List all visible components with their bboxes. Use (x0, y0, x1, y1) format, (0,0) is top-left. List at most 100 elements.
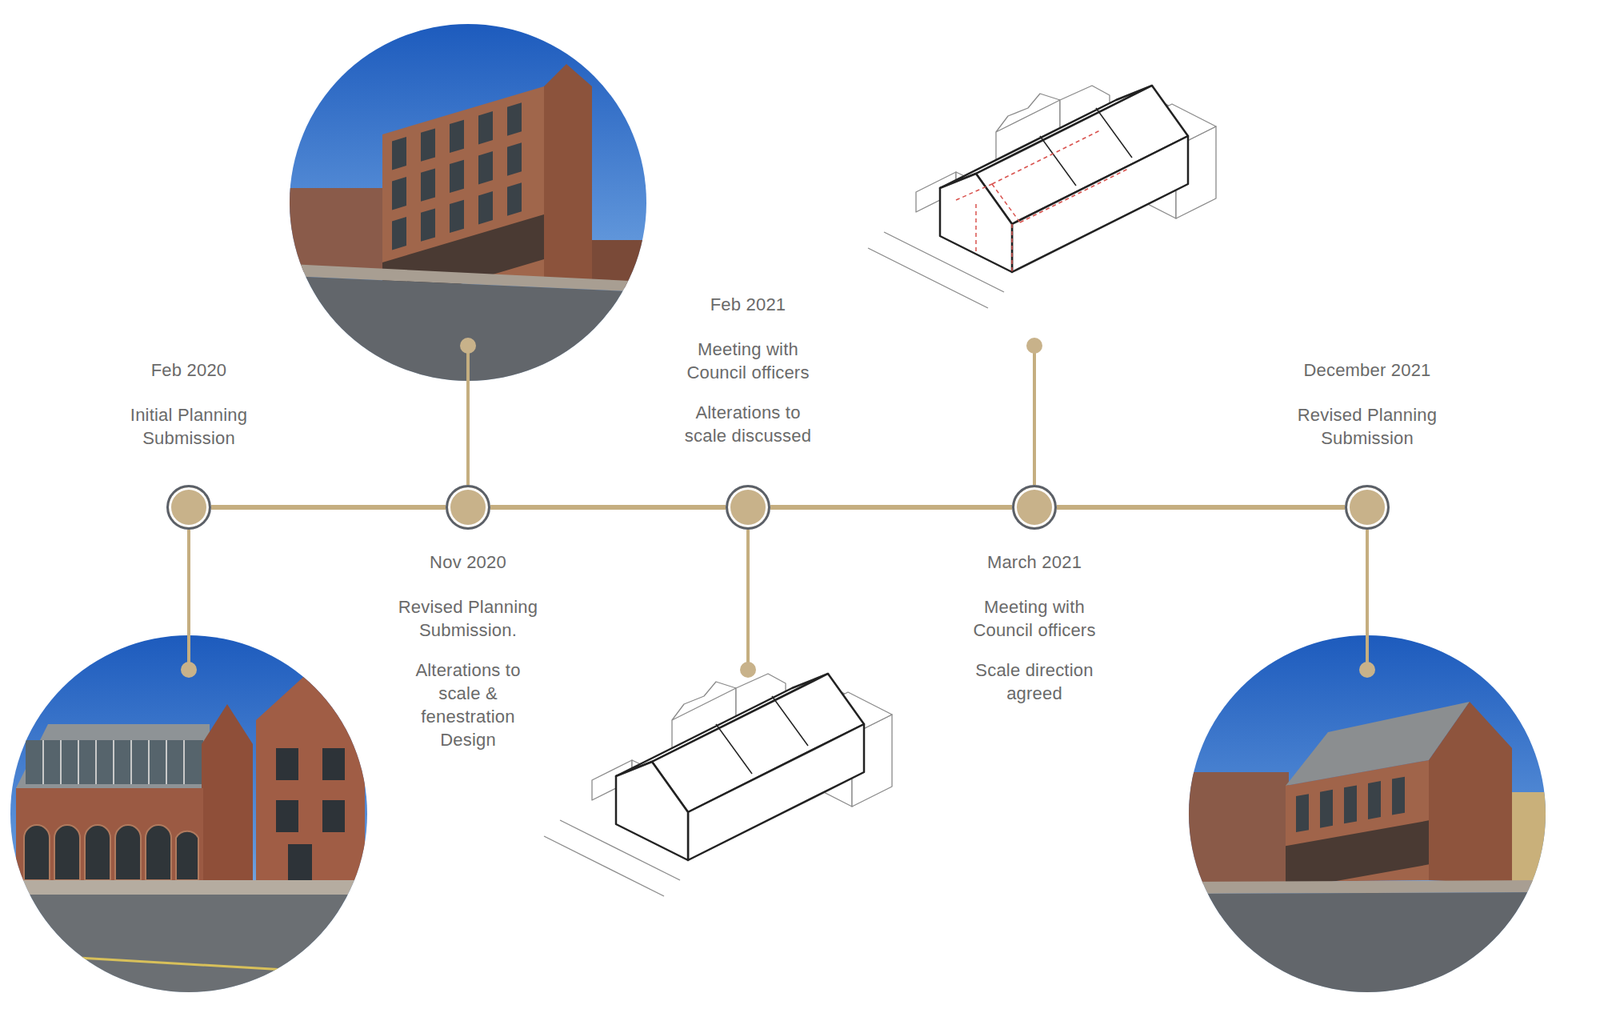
milestone-note: Alterations to scale discussed (674, 400, 823, 448)
massing-study-part (940, 85, 1188, 272)
render-revised-part-part-part (420, 168, 436, 201)
render-initial-part-part (84, 824, 111, 880)
timeline-line (1056, 504, 1345, 510)
leader-stems-part (1365, 529, 1369, 670)
milestone-text: December 2021Revised Planning Submission (1231, 358, 1504, 450)
stem-dots-part (1026, 337, 1043, 354)
render-initial-part-part (60, 740, 62, 784)
render-initial-part (10, 953, 368, 975)
render-revised-part-part-part (420, 128, 436, 161)
milestone-text: Feb 2020Initial Planning Submission (52, 358, 325, 450)
render-initial-part (256, 670, 365, 880)
render-final-part-part-part (1392, 776, 1405, 816)
stem-dots-part (460, 337, 476, 354)
massing-study-part-part (975, 204, 977, 254)
render-initial-part-part (183, 740, 185, 784)
render-final-part-part (1285, 820, 1429, 890)
massing-study-part-part (1040, 136, 1076, 186)
render-revised-part-part-part (420, 208, 436, 241)
render-final-part-part-part (1296, 793, 1309, 832)
milestone-dot: Nov 2020Revised Planning Submission.Alte… (445, 484, 491, 530)
massing-study-part-part (956, 184, 992, 200)
render-initial-part-part (95, 740, 97, 784)
timeline-line (770, 504, 1012, 510)
render-initial-part (201, 704, 253, 880)
render-initial (10, 635, 368, 992)
render-initial-part-part (145, 824, 172, 880)
render-initial-part-part (54, 824, 80, 880)
leader-stems-part (1032, 345, 1036, 485)
render-revised-part-part-part (478, 151, 493, 184)
milestone-note: Revised Planning Submission (1283, 403, 1452, 450)
massing-study-part (544, 673, 892, 896)
milestone-note: Initial Planning Submission (112, 403, 265, 450)
milestone-date: Feb 2021 (660, 292, 836, 316)
stem-dots-part (740, 661, 756, 678)
render-final-part (1428, 701, 1512, 884)
render-final-part (1188, 880, 1546, 894)
render-final (1188, 635, 1548, 992)
timeline-line (211, 504, 446, 510)
massing-study-part-part (672, 681, 736, 720)
render-revised (289, 24, 648, 381)
render-initial-part-part (24, 824, 50, 880)
render-initial-part-part (288, 844, 312, 880)
milestone-dot: December 2021Revised Planning Submission (1344, 484, 1390, 530)
massing-study-part-part (996, 93, 1060, 132)
milestone-date: Feb 2020 (100, 358, 277, 382)
massing-study-part-part (1012, 136, 1188, 272)
render-initial-part (10, 880, 368, 895)
render-final-part-part-part (1320, 789, 1333, 828)
milestone-note: Revised Planning Submission. (384, 595, 552, 642)
milestone-note: Alterations to scale & fenestration Desi… (414, 658, 523, 752)
leader-stems (188, 345, 1368, 670)
massing-study (868, 85, 1216, 308)
render-revised-part (289, 24, 647, 381)
render-initial-part-part (165, 740, 168, 784)
render-initial-part-part (276, 748, 299, 780)
milestone-dot: Feb 2021Meeting with Council officersAlt… (725, 484, 771, 530)
milestone-date: December 2021 (1271, 358, 1464, 382)
render-revised-part-part-part (478, 111, 493, 144)
render-initial-part-part (112, 740, 115, 784)
massing-study-part (616, 673, 864, 860)
stem-dots-part (1359, 661, 1376, 678)
render-initial-part (43, 740, 184, 784)
milestone-note: Scale direction agreed (960, 658, 1109, 705)
render-revised-part-part-part (392, 176, 407, 210)
massing-study-part-part (544, 836, 664, 896)
stem-dots (180, 337, 1376, 678)
massing-study-part-part (1096, 108, 1132, 158)
milestone-text: March 2021Meeting with Council officersS… (898, 550, 1171, 705)
milestone-dot: March 2021Meeting with Council officersS… (1012, 484, 1057, 530)
render-initial-part (10, 635, 368, 992)
massing-study-part-part (940, 173, 1012, 272)
leader-stems-part (746, 529, 750, 670)
render-final-part (1188, 635, 1546, 992)
massing-study-part (956, 130, 1128, 272)
render-revised-part-part-part (392, 216, 407, 250)
timeline-line (490, 504, 726, 510)
render-initial-part (25, 740, 204, 784)
render-revised-part-part-part (478, 191, 493, 224)
massing-study-part-part (868, 248, 988, 308)
milestone-note: Meeting with Council officers (674, 337, 823, 384)
render-final-part (1188, 892, 1546, 992)
leader-stems-part (466, 345, 470, 485)
render-revised-part-part-part (449, 200, 464, 233)
milestone-text: Feb 2021Meeting with Council officersAlt… (612, 292, 884, 448)
render-revised-part-part-part (507, 142, 522, 176)
massing-study-part-part (772, 696, 808, 746)
milestone-dot: Feb 2020Initial Planning Submission (166, 484, 212, 530)
render-initial-part (276, 748, 345, 880)
leader-stems-part (187, 529, 191, 670)
render-revised-part-part-part (507, 102, 522, 136)
milestone-text: Nov 2020Revised Planning Submission.Alte… (332, 550, 604, 752)
render-initial-part-part (322, 748, 345, 780)
massing-study-part-part (616, 761, 688, 860)
stem-dots-part (180, 661, 197, 678)
render-initial-part-part (322, 800, 345, 832)
render-final-part-part-part (1368, 780, 1381, 820)
massing-study-part-part (716, 724, 752, 774)
